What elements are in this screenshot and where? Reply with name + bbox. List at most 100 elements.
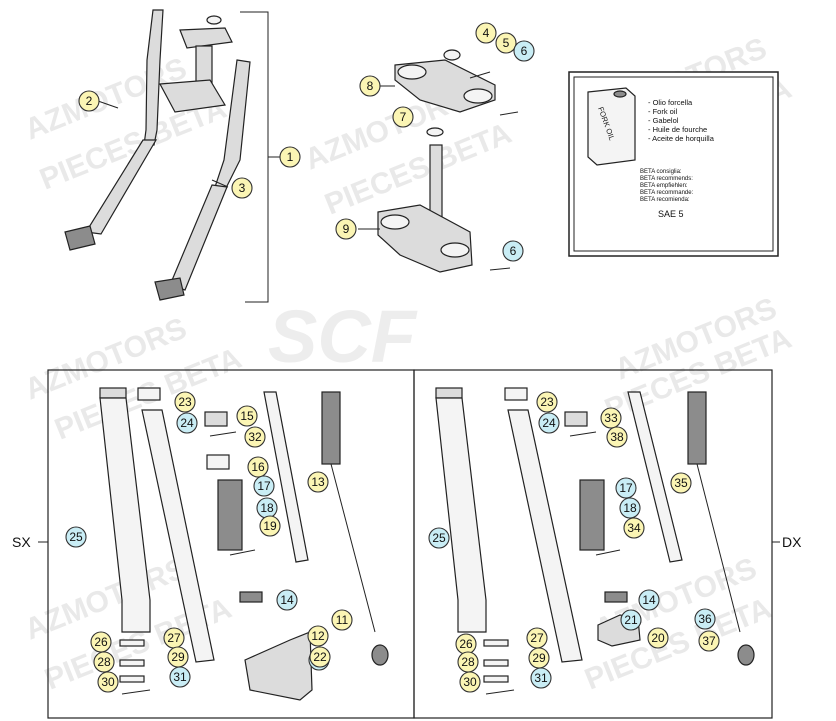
part-number-tag: 32 — [244, 426, 266, 448]
clamp-bore — [440, 242, 470, 258]
leader-line — [97, 100, 119, 109]
tag-circle — [259, 515, 281, 537]
part-number-tag: 25 — [65, 526, 87, 548]
part-number-tag: 26 — [90, 631, 112, 653]
tag-number: 16 — [251, 460, 265, 474]
assembly-bracket — [240, 11, 269, 303]
clip — [121, 689, 151, 695]
cartridge-rod — [696, 463, 741, 633]
damper-rod — [627, 391, 683, 563]
tag-number: 1 — [287, 150, 294, 164]
oil-name-line: - Huile de fourche — [648, 125, 707, 134]
tag-circle — [513, 40, 535, 62]
bushing — [504, 387, 528, 401]
tag-number: 7 — [400, 110, 407, 124]
tag-number: 35 — [674, 476, 688, 490]
tag-circle — [307, 625, 329, 647]
tag-number: 3 — [239, 181, 246, 195]
oil-name-line: - Gabelol — [648, 116, 679, 125]
part-number-tag: 18 — [256, 497, 278, 519]
fork-leg-left-foot — [64, 225, 96, 251]
tag-number: 6 — [510, 244, 517, 258]
oil-recommend-line: BETA empfiehlen: — [640, 183, 688, 189]
part-number-tag: 8 — [359, 75, 381, 97]
lower-clamp — [159, 79, 226, 113]
tag-number: 4 — [483, 26, 490, 40]
tag-number: 22 — [313, 650, 327, 664]
oil-name-line: - Olio forcella — [648, 98, 693, 107]
tag-number: 17 — [619, 481, 633, 495]
part-number-tag: 23 — [536, 391, 558, 413]
part-number-tag: 37 — [698, 630, 720, 652]
outer-tube-cap — [435, 387, 463, 399]
spring-small — [239, 591, 263, 603]
part-number-tag: 17 — [615, 477, 637, 499]
tag-circle — [600, 407, 622, 429]
cap-assembly — [204, 411, 228, 427]
part-number-tag: 14 — [276, 589, 298, 611]
o-ring — [426, 127, 444, 137]
tag-circle — [536, 391, 558, 413]
tag-circle — [495, 32, 517, 54]
tag-number: 24 — [180, 416, 194, 430]
oil-recommend-line: BETA consiglia: — [640, 169, 682, 175]
tag-circle — [428, 527, 450, 549]
spring — [217, 479, 243, 551]
tag-circle — [174, 391, 196, 413]
tag-circle — [694, 608, 716, 630]
tag-circle — [606, 426, 628, 448]
part-number-tag: 22 — [309, 646, 331, 668]
fork-assembly-group — [64, 9, 280, 303]
tag-circle — [475, 22, 497, 44]
bushing — [137, 387, 161, 401]
part-number-tag: 2 — [78, 90, 100, 112]
tag-number: 19 — [263, 519, 277, 533]
tag-circle — [623, 517, 645, 539]
fork-leg-left-tube — [85, 139, 158, 235]
part-number-tag: 1 — [279, 146, 301, 168]
tag-circle — [392, 106, 414, 128]
oil-can — [587, 87, 636, 166]
tag-circle — [615, 477, 637, 499]
bolt — [499, 111, 519, 116]
part-number-tag: 35 — [670, 472, 692, 494]
cap-assembly — [564, 411, 588, 427]
fork-oil-box: FORK OIL - Olio forcella - Fork oil - Ga… — [568, 71, 779, 257]
tag-number: 20 — [651, 631, 665, 645]
spring-small — [604, 591, 628, 603]
tag-number: 28 — [97, 655, 111, 669]
part-number-tag: 9 — [335, 218, 357, 240]
tag-circle — [276, 589, 298, 611]
bolt — [489, 267, 511, 271]
part-number-tag: 38 — [606, 426, 628, 448]
inner-tube — [141, 409, 215, 663]
sx-exploded-parts — [99, 387, 389, 701]
ring — [119, 675, 145, 683]
cartridge — [687, 391, 707, 465]
part-number-tag: 18 — [619, 497, 641, 519]
part-number-tag: 34 — [623, 517, 645, 539]
fork-leg-right-foot — [154, 277, 185, 301]
tag-number: 18 — [260, 501, 274, 515]
tag-number: 32 — [248, 430, 262, 444]
cartridge — [321, 391, 341, 465]
part-number-tag: 16 — [247, 456, 269, 478]
tag-number: 37 — [702, 634, 716, 648]
tag-number: 38 — [610, 430, 624, 444]
tag-number: 13 — [311, 475, 325, 489]
clip — [485, 689, 515, 695]
tag-number: 24 — [542, 416, 556, 430]
tag-circle — [244, 426, 266, 448]
part-number-tag: 12 — [307, 625, 329, 647]
part-number-tag: 28 — [93, 651, 115, 673]
part-number-tag: 30 — [97, 671, 119, 693]
tag-number: 25 — [432, 531, 446, 545]
washer — [595, 549, 621, 556]
tag-number: 23 — [540, 395, 554, 409]
ring — [483, 675, 509, 683]
part-number-tag: 26 — [455, 633, 477, 655]
dust-seal — [119, 639, 145, 647]
part-number-tag: 25 — [428, 527, 450, 549]
part-number-tag: 14 — [638, 589, 660, 611]
